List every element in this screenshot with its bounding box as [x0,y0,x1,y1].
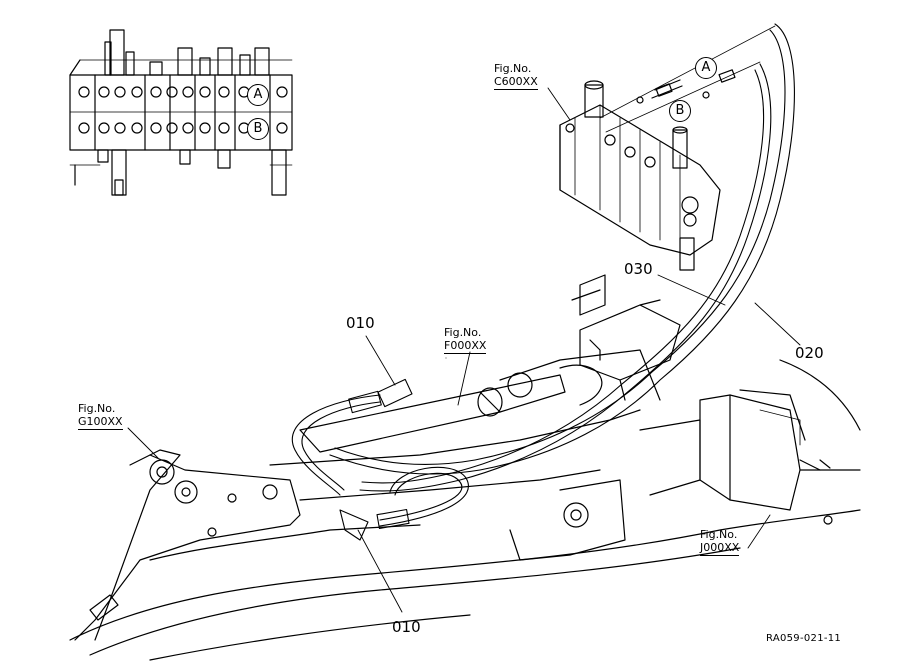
ref-g100-line2: G100XX [78,415,123,430]
port-a-callout: A [695,57,717,79]
ref-g100: Fig.No. G100XX [78,402,123,430]
inset-port-b-callout: B [247,118,269,140]
ref-j000-line1: Fig.No. [700,528,738,541]
inset-valve-front-view [69,29,293,196]
leader-lines [127,87,801,613]
ref-j000: Fig.No. J000XX [700,528,740,556]
part-030: 030 [624,260,653,278]
ref-f000-line1: Fig.No. [444,326,482,339]
boom-body [269,349,661,561]
control-valve-assembly [559,25,776,271]
ref-c600-line2: C600XX [494,75,538,90]
part-020: 020 [795,344,824,362]
ref-c600-line1: Fig.No. [494,62,532,75]
side-frame [639,359,861,525]
inset-port-a-callout: A [247,84,269,106]
hose-020-030 [329,23,795,492]
boom-cylinder [299,364,603,453]
swing-bracket-frame [69,449,861,661]
hose-010 [292,378,469,541]
ref-f000-line2: F000XX [444,339,487,354]
ref-j000-line2: J000XX [700,541,740,556]
upper-frame-brackets [571,274,681,401]
part-010-top: 010 [346,314,375,332]
ref-g100-line1: Fig.No. [78,402,116,415]
drawing-code: RA059-021-11 [766,633,842,644]
ref-f000: Fig.No. F000XX [444,326,487,354]
part-010-bottom: 010 [392,618,421,636]
port-b-callout: B [669,100,691,122]
ref-c600: Fig.No. C600XX [494,62,538,90]
